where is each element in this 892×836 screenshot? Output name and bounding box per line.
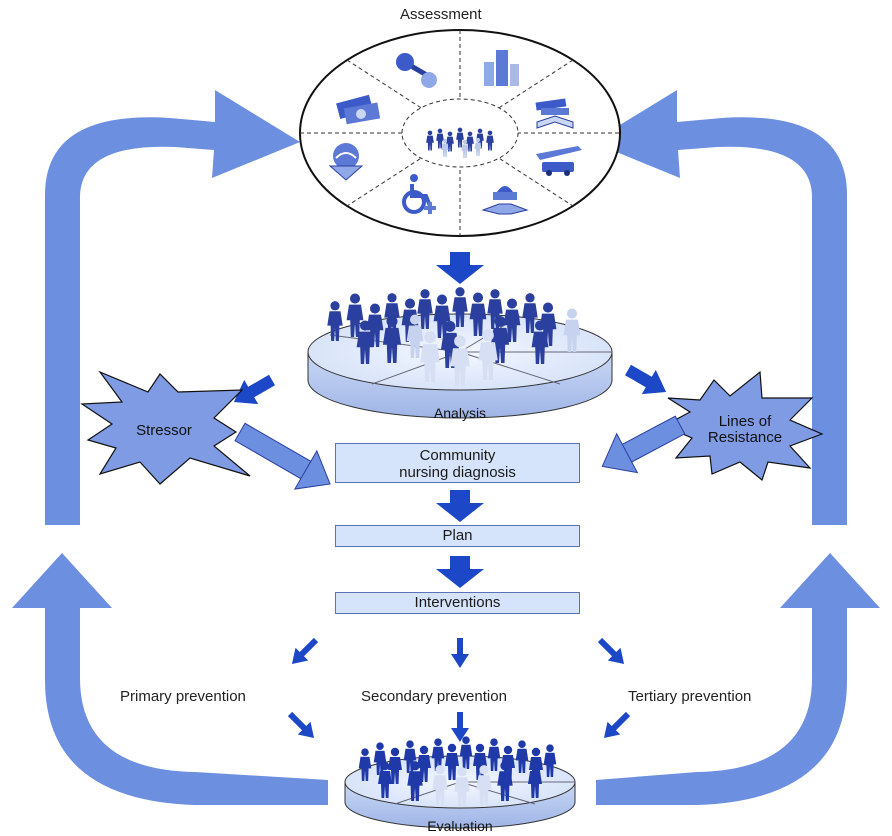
plan-label: Plan bbox=[442, 527, 473, 544]
tertiary-to-evaluation-arrow bbox=[603, 711, 631, 739]
to-primary-arrow bbox=[291, 637, 319, 665]
tertiary-prevention-label: Tertiary prevention bbox=[628, 688, 752, 705]
analysis-to-stressor-arrow bbox=[233, 374, 275, 405]
communication-phone-icon bbox=[328, 143, 364, 181]
left-upper-curved-arrow bbox=[45, 90, 300, 525]
diagnosis-line2: nursing diagnosis bbox=[399, 464, 516, 481]
interventions-box: Interventions bbox=[335, 592, 580, 614]
plan-to-interventions-arrow bbox=[436, 556, 484, 588]
assessment-wheel bbox=[299, 29, 621, 237]
evaluation-label: Evaluation bbox=[427, 818, 493, 834]
wheelchair-health-icon bbox=[402, 174, 436, 214]
primary-to-evaluation-arrow bbox=[287, 711, 315, 739]
plan-box: Plan bbox=[335, 525, 580, 547]
diagnosis-line1: Community bbox=[419, 447, 496, 464]
stressor-label: Stressor bbox=[136, 422, 192, 439]
secondary-to-evaluation-arrow bbox=[451, 712, 469, 742]
analysis-label: Analysis bbox=[433, 405, 487, 421]
secondary-prevention-label: Secondary prevention bbox=[361, 688, 507, 705]
assessment-label: Assessment bbox=[400, 6, 482, 23]
analysis-to-lines-arrow bbox=[625, 364, 667, 395]
right-lower-curved-arrow bbox=[596, 553, 880, 805]
lines-of-resistance-star bbox=[662, 370, 824, 482]
transportation-icon bbox=[536, 146, 582, 176]
recreation-icon bbox=[396, 53, 437, 88]
stressor-star bbox=[80, 370, 251, 485]
diagnosis-to-plan-arrow bbox=[436, 490, 484, 522]
interventions-label: Interventions bbox=[414, 594, 501, 611]
lines-of-resistance-label: Lines of Resistance bbox=[690, 414, 800, 446]
evaluation-disk bbox=[344, 736, 576, 829]
primary-prevention-label: Primary prevention bbox=[120, 688, 246, 705]
assessment-to-analysis-arrow bbox=[436, 252, 484, 284]
government-handshake-icon bbox=[481, 186, 529, 215]
to-tertiary-arrow bbox=[597, 637, 625, 665]
left-lower-curved-arrow bbox=[12, 553, 328, 805]
lines-of-resistance-line1: Lines of bbox=[718, 413, 772, 430]
stressor-to-diagnosis-arrow bbox=[234, 422, 331, 490]
community-diagnosis-box: Community nursing diagnosis bbox=[335, 443, 580, 483]
to-secondary-arrow bbox=[451, 638, 469, 668]
analysis-disk bbox=[307, 287, 613, 419]
lines-of-resistance-line2: Resistance bbox=[707, 429, 783, 446]
money-economics-icon bbox=[336, 94, 381, 125]
lines-to-diagnosis-arrow bbox=[601, 415, 686, 474]
books-education-icon bbox=[535, 98, 574, 129]
city-buildings-icon bbox=[484, 50, 519, 86]
